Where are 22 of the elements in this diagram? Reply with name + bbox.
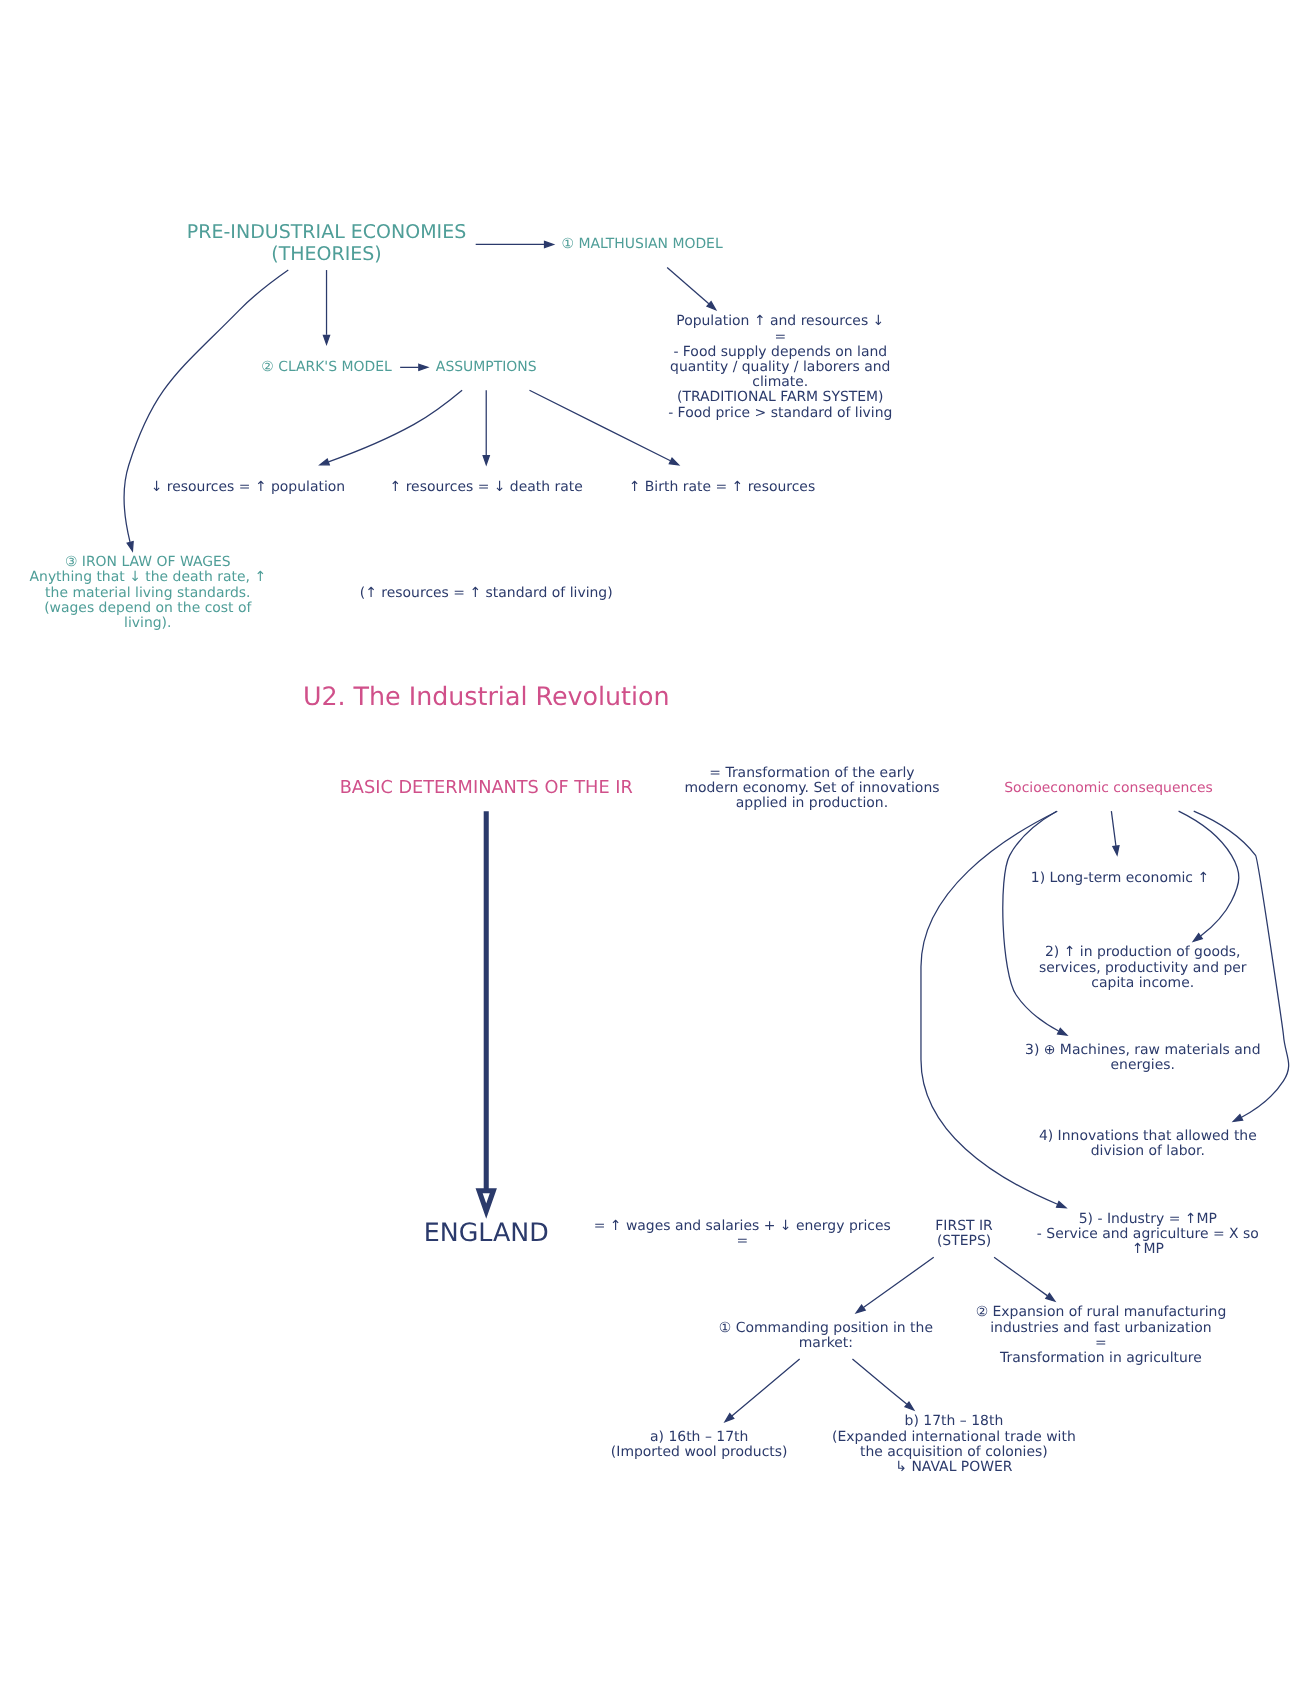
arrow (1002, 809, 1069, 1036)
arrow (322, 268, 331, 346)
arrow (1177, 809, 1240, 942)
node-text: ENGLAND (423, 1215, 549, 1246)
arrow (854, 1255, 935, 1313)
arrow (528, 388, 681, 465)
arrow (920, 809, 1068, 1208)
arrow (475, 239, 556, 248)
arrow (851, 1357, 916, 1411)
arrow (723, 1357, 801, 1422)
arrow (1193, 809, 1290, 1122)
arrow (475, 810, 497, 1218)
arrow (482, 388, 491, 466)
arrow (123, 268, 289, 552)
arrow (318, 388, 463, 465)
label: U2. The Industrial Revolution (302, 679, 670, 710)
arrow (399, 362, 430, 371)
arrow (993, 1255, 1057, 1302)
arrow (1110, 809, 1120, 856)
node-text: BASIC DETERMINANTS OF THE IR (339, 777, 633, 798)
node-text: PRE-INDUSTRIAL ECONOMIES (THEORIES) (186, 221, 467, 265)
arrow (666, 265, 718, 311)
